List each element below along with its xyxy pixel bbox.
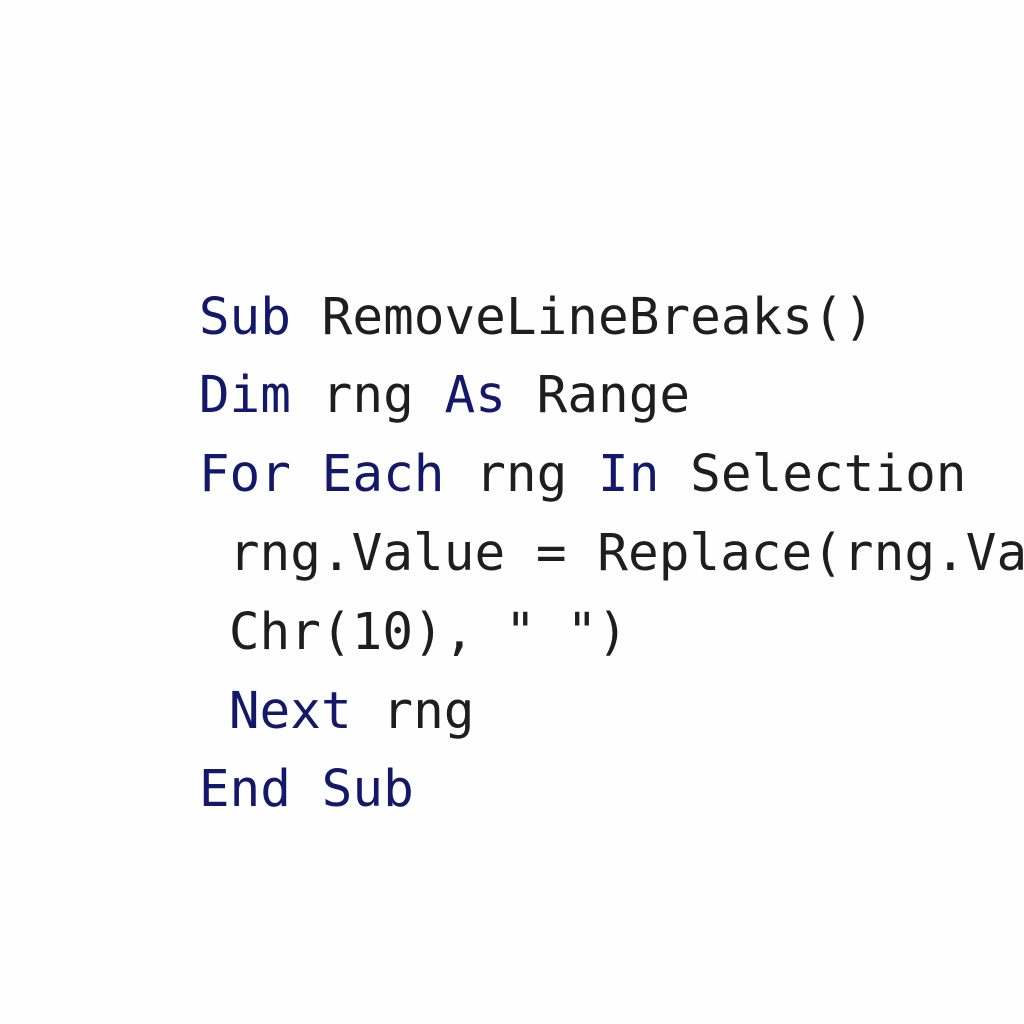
code-line-next: Next rng [106, 622, 475, 741]
keyword-token: For [198, 445, 291, 504]
code-line-dim-statement: Dim rng As Range [76, 306, 690, 425]
text-token: RemoveLineBreaks() [290, 288, 875, 347]
code-line-replace-assignment: rng.Value = Replace(rng.Value, [106, 464, 1024, 583]
keyword-token: Sub [198, 288, 291, 347]
keyword-token: Each [321, 445, 445, 504]
keyword-token: As [444, 366, 506, 425]
text-token: Selection [659, 445, 967, 504]
text-token: Range [505, 366, 691, 425]
code-line-end-sub: End Sub [76, 700, 414, 819]
text-token: Chr(10), " ") [228, 603, 628, 662]
code-line-for-each: For Each rng In Selection [76, 385, 967, 504]
code-line-replace-args: Chr(10), " ") [106, 543, 628, 662]
keyword-token: Next [228, 682, 352, 741]
text-token: rng [351, 682, 475, 741]
code-line-sub-declaration: Sub RemoveLineBreaks() [76, 228, 875, 347]
text-token: rng.Value = Replace(rng.Value, [228, 524, 1024, 583]
keyword-token: Sub [321, 760, 414, 819]
text-token [291, 760, 322, 819]
keyword-token: In [598, 445, 660, 504]
text-token: rng [444, 445, 599, 504]
text-token: rng [290, 366, 445, 425]
keyword-token: End [198, 760, 291, 819]
keyword-token: Dim [198, 366, 291, 425]
